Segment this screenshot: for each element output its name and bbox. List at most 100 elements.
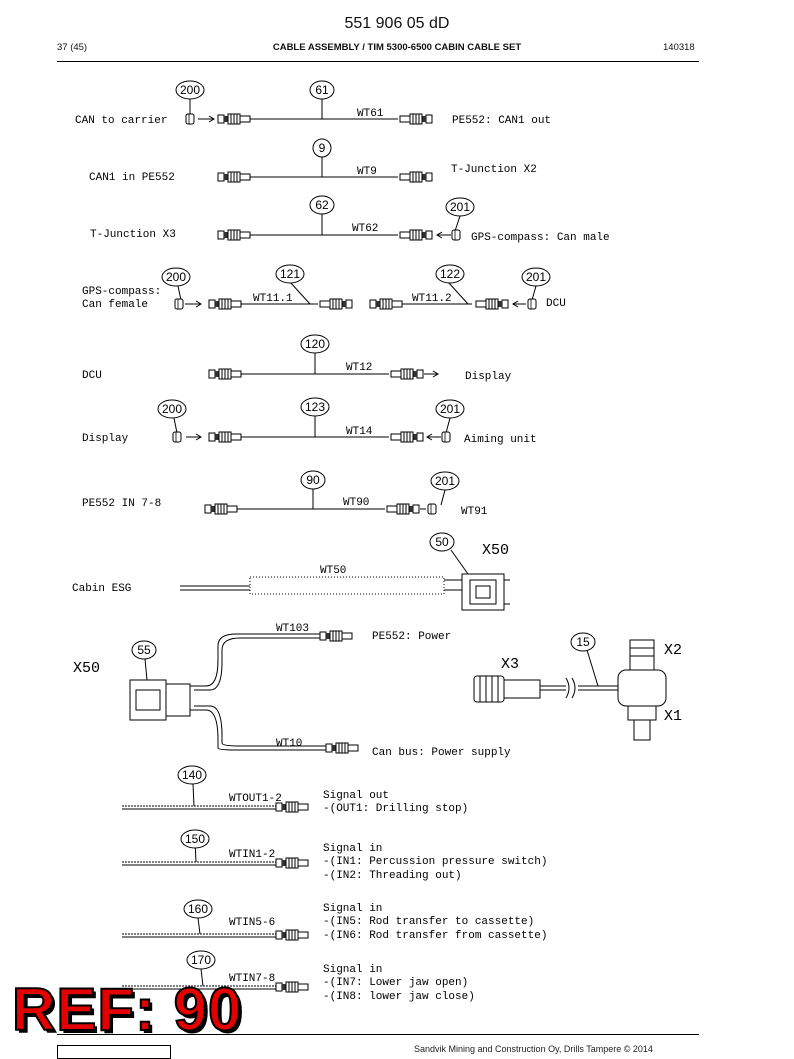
ref-overlay: REF: 90 [11, 976, 243, 1043]
connector [319, 298, 353, 310]
callout-61: 61 [315, 83, 329, 97]
label-pe552-in-7-8: PE552 IN 7-8 [82, 498, 161, 510]
label-signal-in: Signal in [323, 903, 382, 915]
callout-200: 200 [180, 83, 200, 97]
callout-160: 160 [188, 902, 208, 916]
label-wt14: WT14 [346, 426, 373, 438]
label-wtout1-2: WTOUT1-2 [229, 793, 282, 805]
label-signal-out: Signal out [323, 790, 389, 802]
connector [390, 431, 424, 443]
label-t-junction-x3: T-Junction X3 [90, 229, 176, 241]
connector [399, 171, 433, 183]
label-in6-rod-from: -(IN6: Rod transfer from cassette) [323, 930, 547, 942]
connector [217, 229, 251, 241]
callout-90: 90 [306, 473, 320, 487]
label-dcu: DCU [546, 298, 566, 310]
label-gps-compass-can-male: GPS-compass: Can male [471, 232, 610, 244]
label-t-junction-x2: T-Junction X2 [451, 164, 537, 176]
callout-62: 62 [315, 198, 329, 212]
page-title: CABLE ASSEMBLY / TIM 5300-6500 CABIN CAB… [272, 42, 522, 53]
connector [325, 742, 359, 754]
page-indicator: 37 (45) [57, 42, 88, 53]
label-wt10: WT10 [276, 738, 302, 750]
connector [275, 929, 309, 941]
footer-divider [57, 1034, 699, 1035]
connector [275, 857, 309, 869]
cap [174, 298, 184, 310]
cap [441, 431, 451, 443]
label-wt11-2: WT11.2 [412, 293, 452, 305]
callout-123: 123 [305, 400, 325, 414]
connector [390, 368, 424, 380]
callout-122: 122 [440, 267, 460, 281]
connector [399, 113, 433, 125]
callout-200: 200 [166, 270, 186, 284]
label-wt62: WT62 [352, 223, 378, 235]
callout-15: 15 [576, 635, 590, 649]
label-x1: X1 [664, 708, 682, 725]
label-wt12: WT12 [346, 362, 372, 374]
label-wt9: WT9 [357, 166, 377, 178]
callout-201: 201 [450, 200, 470, 214]
callout-200: 200 [162, 402, 182, 416]
cap [451, 229, 461, 241]
connector [217, 171, 251, 183]
document-date: 140318 [663, 42, 695, 53]
label-aiming-unit: Aiming unit [464, 434, 537, 446]
callout-120: 120 [305, 337, 325, 351]
connector [208, 298, 242, 310]
label-x50: X50 [73, 660, 100, 677]
label-x2: X2 [664, 642, 682, 659]
callout-150: 150 [185, 832, 205, 846]
callout-140: 140 [182, 768, 202, 782]
label-pe552-power: PE552: Power [372, 631, 451, 643]
callout-201: 201 [440, 402, 460, 416]
label-wtin5-6: WTIN5-6 [229, 917, 275, 929]
label-gps-compass: GPS-compass: [82, 286, 161, 298]
connector [369, 298, 403, 310]
connector [217, 113, 251, 125]
label-signal-in: Signal in [323, 964, 382, 976]
connector [208, 368, 242, 380]
label-can-to-carrier: CAN to carrier [75, 115, 167, 127]
label-wt90: WT90 [343, 497, 369, 509]
cap [185, 113, 195, 125]
label-display: Display [82, 433, 129, 445]
connector [319, 630, 353, 642]
label-cabin-esg: Cabin ESG [72, 583, 131, 595]
label-pe552-can1-out: PE552: CAN1 out [452, 115, 551, 127]
label-wt50: WT50 [320, 565, 346, 577]
label-wtin1-2: WTIN1-2 [229, 849, 275, 861]
callout-50: 50 [435, 535, 449, 549]
label-dcu: DCU [82, 370, 102, 382]
callout-55: 55 [137, 643, 151, 657]
connector [386, 503, 420, 515]
label-wt103: WT103 [276, 623, 309, 635]
label-x50: X50 [482, 542, 509, 559]
label-in2-threading: -(IN2: Threading out) [323, 870, 462, 882]
cap [172, 431, 182, 443]
callout-9: 9 [319, 141, 326, 155]
cap [527, 298, 537, 310]
label-in5-rod-to: -(IN5: Rod transfer to cassette) [323, 916, 534, 928]
label-in8-lower-jaw-close: -(IN8: lower jaw close) [323, 991, 475, 1003]
label-can1-in-pe552: CAN1 in PE552 [89, 172, 175, 184]
label-wt11-1: WT11.1 [253, 293, 293, 305]
connector [475, 298, 509, 310]
connector [208, 431, 242, 443]
footer-copyright: Sandvik Mining and Construction Oy, Dril… [414, 1044, 653, 1054]
label-wt61: WT61 [357, 108, 384, 120]
cap [427, 503, 437, 515]
header-divider [57, 61, 699, 62]
callout-201: 201 [435, 474, 455, 488]
label-wtin7-8: WTIN7-8 [229, 973, 275, 985]
connector [399, 229, 433, 241]
label-can-female: Can female [82, 299, 148, 311]
callout-170: 170 [191, 953, 211, 967]
connector [275, 981, 309, 993]
document-number: 551 906 05 dD [344, 15, 450, 32]
label-in7-lower-jaw-open: -(IN7: Lower jaw open) [323, 977, 468, 989]
label-in1-percussion: -(IN1: Percussion pressure switch) [323, 856, 547, 868]
label-signal-in: Signal in [323, 843, 382, 855]
